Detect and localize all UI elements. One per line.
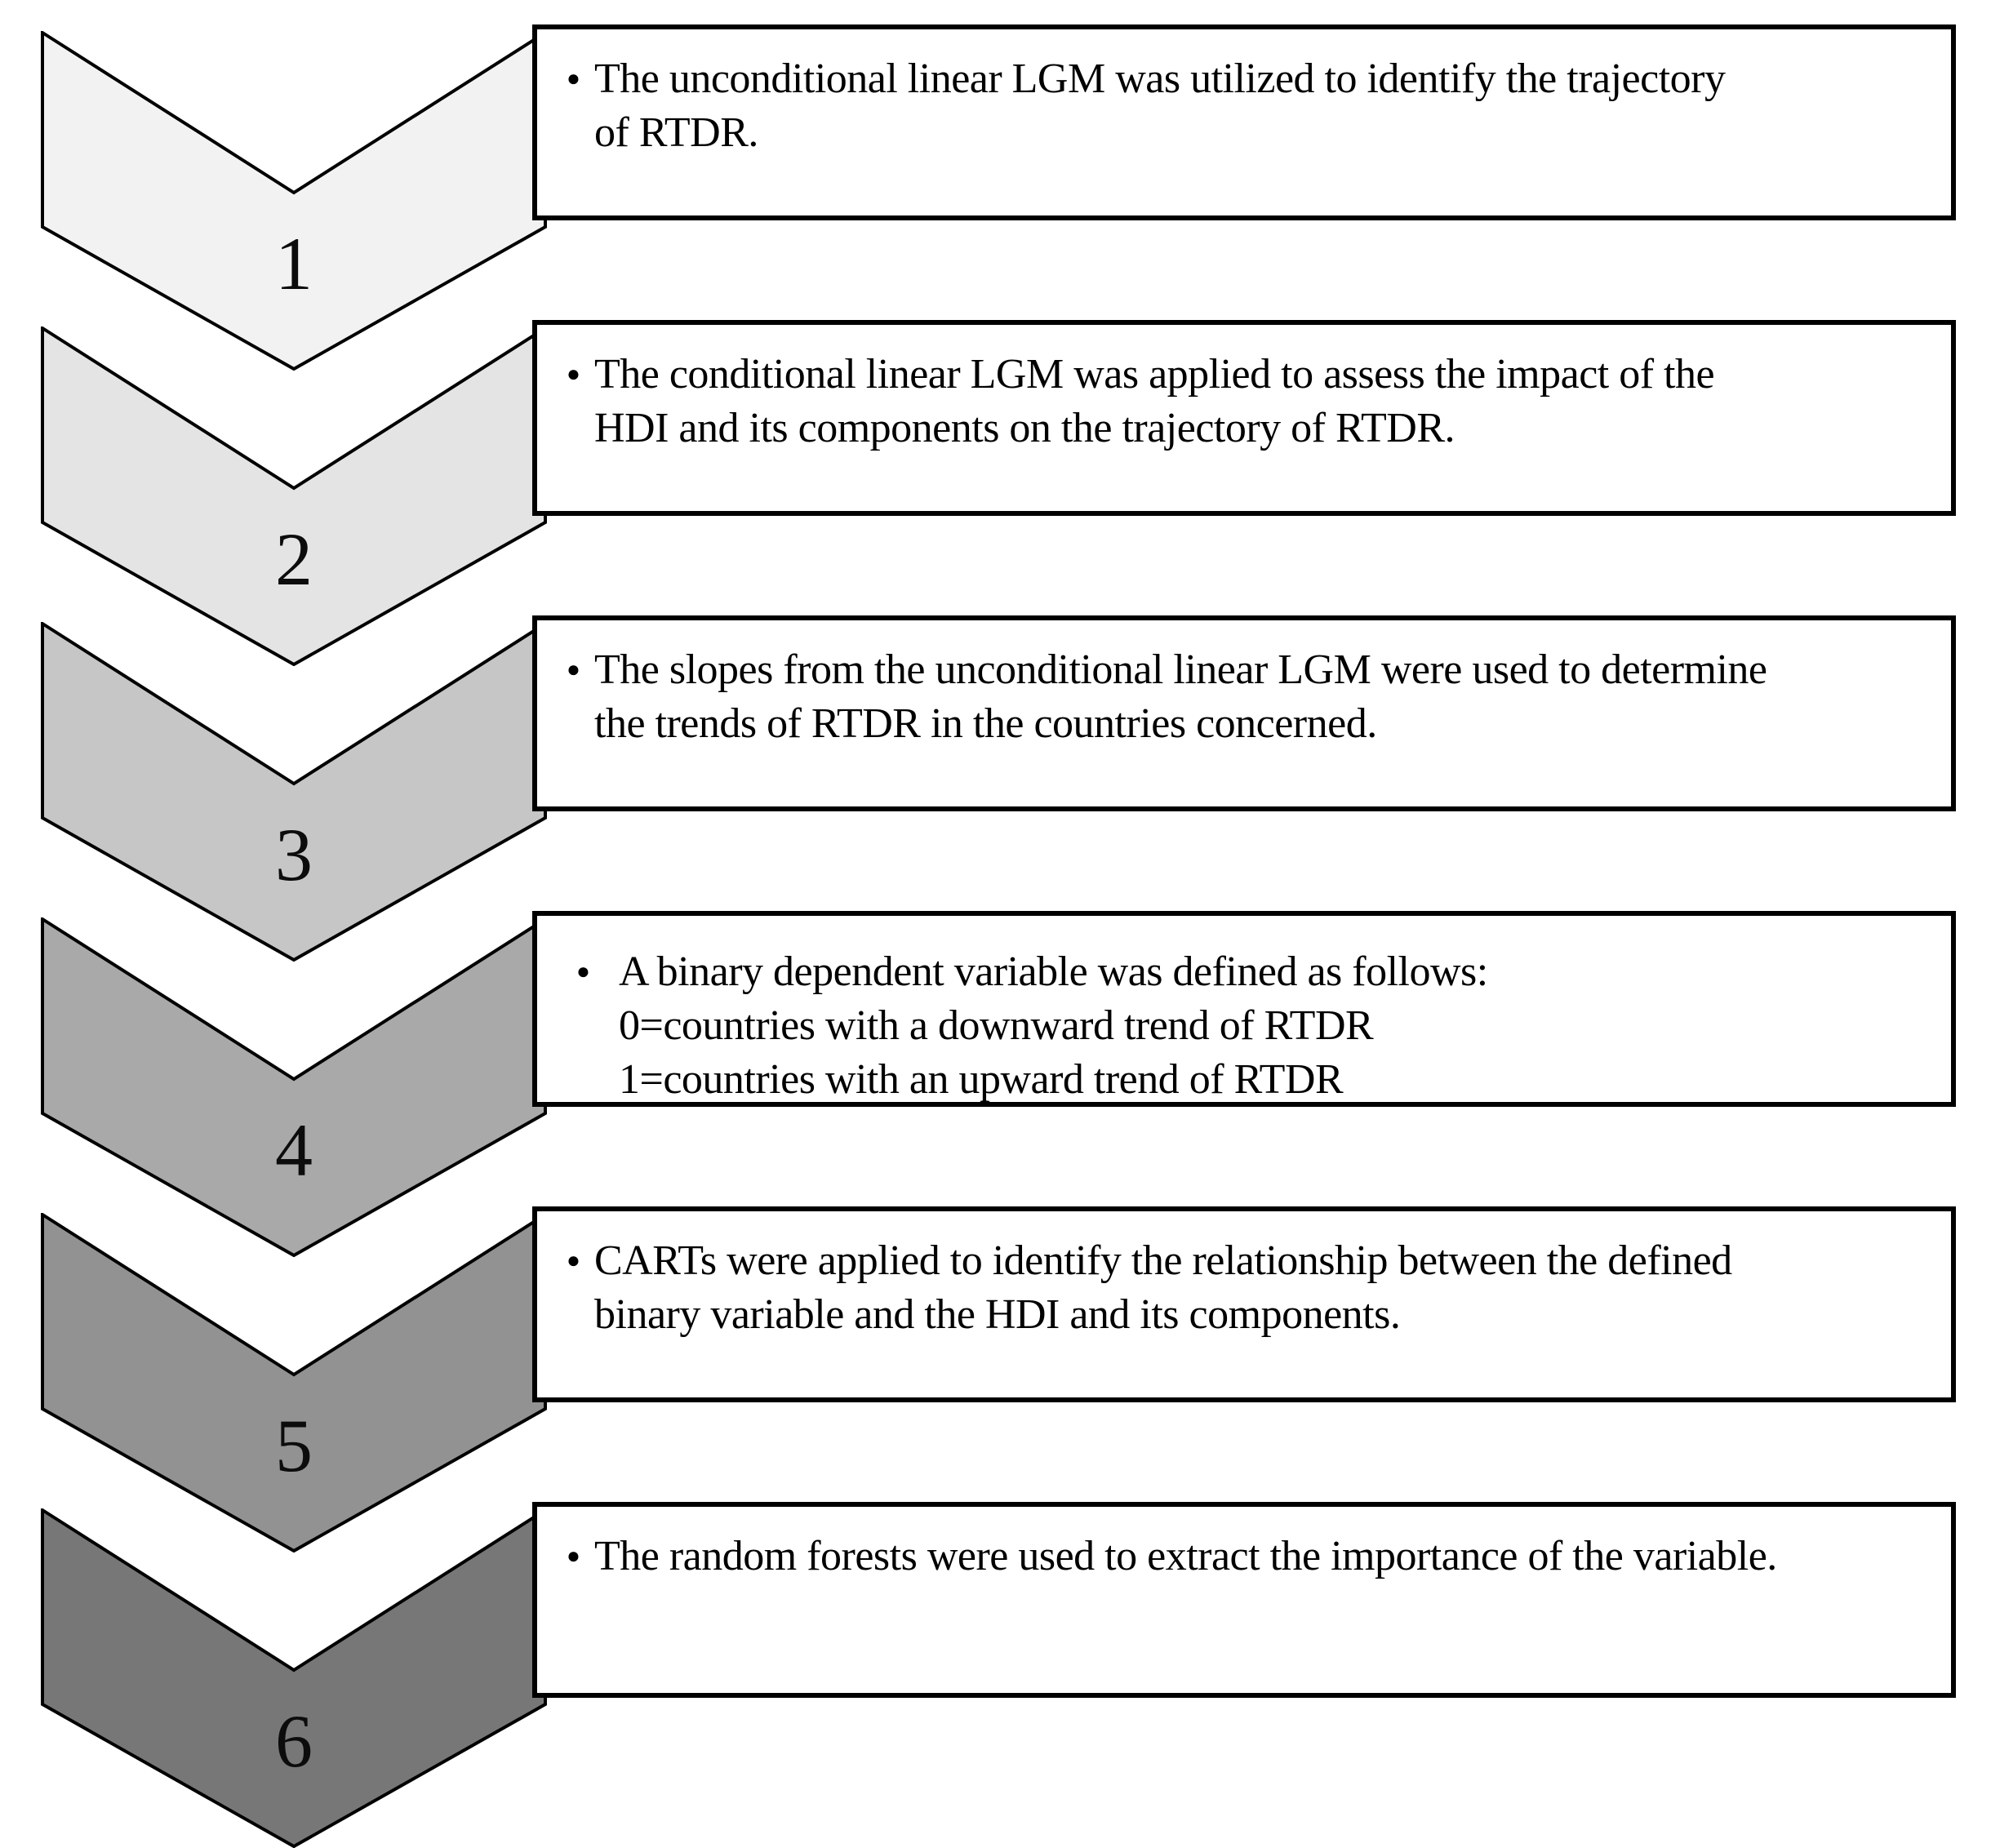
step-text-line: The slopes from the unconditional linear…: [594, 646, 1767, 693]
step-description-box-4: ● A binary dependent variable was define…: [532, 911, 1956, 1107]
step-text-line: CARTs were applied to identify the relat…: [594, 1237, 1732, 1284]
step-number-6: 6: [275, 1699, 313, 1783]
step-text-2: The conditional linear LGM was applied t…: [594, 348, 1941, 455]
step-text-line: binary variable and the HDI and its comp…: [594, 1291, 1401, 1338]
step-text-line: HDI and its components on the trajectory…: [594, 405, 1455, 451]
chevron-shape: [41, 31, 547, 371]
step-number-3: 3: [275, 813, 313, 896]
chevron-step-4: [41, 917, 547, 1257]
chevron-step-3: [41, 622, 547, 962]
bullet-icon: ●: [567, 1544, 580, 1569]
step-text-line: The random forests were used to extract …: [594, 1533, 1777, 1579]
step-description-box-1: ● The unconditional linear LGM was utili…: [532, 24, 1956, 220]
chevron-shape: [41, 622, 547, 962]
step-number-2: 2: [275, 518, 313, 601]
step-description-box-2: ● The conditional linear LGM was applied…: [532, 320, 1956, 516]
bullet-icon: ●: [576, 959, 590, 984]
chevron-shape: [41, 327, 547, 666]
step-text-line: The conditional linear LGM was applied t…: [594, 351, 1715, 398]
chevron-shape: [41, 1508, 547, 1848]
chevron-step-5: [41, 1213, 547, 1553]
step-text-6: The random forests were used to extract …: [594, 1530, 1941, 1584]
step-description-box-5: ● CARTs were applied to identify the rel…: [532, 1206, 1956, 1402]
chevron-shape: [41, 1213, 547, 1553]
step-number-5: 5: [275, 1404, 313, 1487]
step-text-line: the trends of RTDR in the countries conc…: [594, 700, 1377, 747]
chevron-step-6: [41, 1508, 547, 1848]
step-text-4: A binary dependent variable was defined …: [619, 945, 1941, 1103]
chevron-step-2: [41, 327, 547, 666]
step-description-box-3: ● The slopes from the unconditional line…: [532, 615, 1956, 811]
step-description-box-6: ● The random forests were used to extrac…: [532, 1502, 1956, 1698]
bullet-icon: ●: [567, 1248, 580, 1273]
chevron-shape: [41, 917, 547, 1257]
step-text-line: of RTDR.: [594, 109, 758, 156]
step-text-line: The unconditional linear LGM was utilize…: [594, 56, 1726, 102]
step-number-1: 1: [275, 222, 313, 305]
step-text-1: The unconditional linear LGM was utilize…: [594, 52, 1941, 160]
step-text-5: CARTs were applied to identify the relat…: [594, 1234, 1941, 1342]
chevron-step-1: [41, 31, 547, 371]
step-text-3: The slopes from the unconditional linear…: [594, 643, 1941, 751]
step-text-line: 0=countries with a downward trend of RTD…: [619, 1002, 1374, 1049]
step-text-line: 1=countries with an upward trend of RTDR: [619, 1056, 1344, 1103]
bullet-icon: ●: [567, 362, 580, 387]
step-number-4: 4: [275, 1108, 313, 1192]
step-text-line: A binary dependent variable was defined …: [619, 948, 1488, 995]
bullet-icon: ●: [567, 657, 580, 682]
bullet-icon: ●: [567, 66, 580, 91]
